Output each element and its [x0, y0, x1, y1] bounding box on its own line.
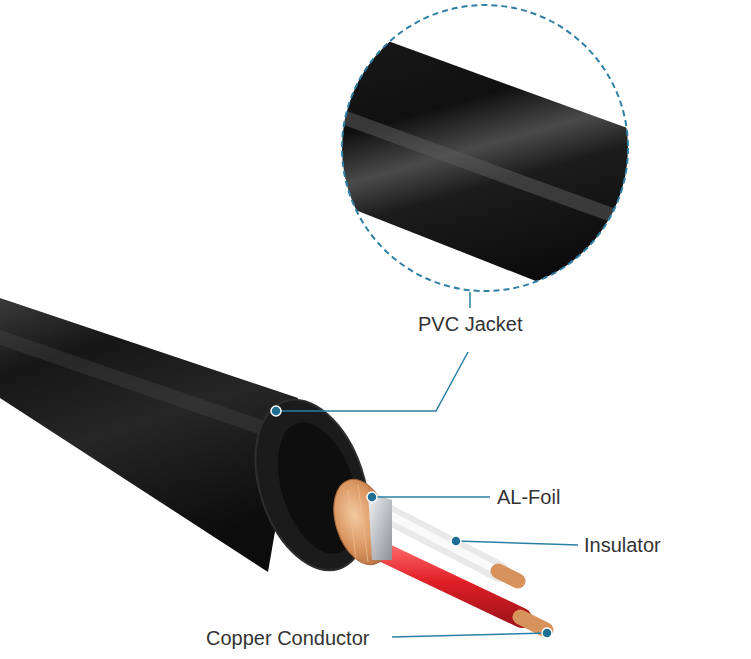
part-label: Insulator [584, 533, 661, 557]
leader-lines [276, 292, 578, 637]
leader-dots [271, 406, 552, 638]
shield [324, 472, 401, 572]
part-label: AL-Foil [497, 485, 560, 509]
part-label: Copper Conductor [206, 626, 369, 650]
part-label: PVC Jacket [418, 312, 522, 336]
magnified-view [330, 5, 660, 330]
cable-body [0, 298, 389, 585]
wires [368, 506, 546, 630]
